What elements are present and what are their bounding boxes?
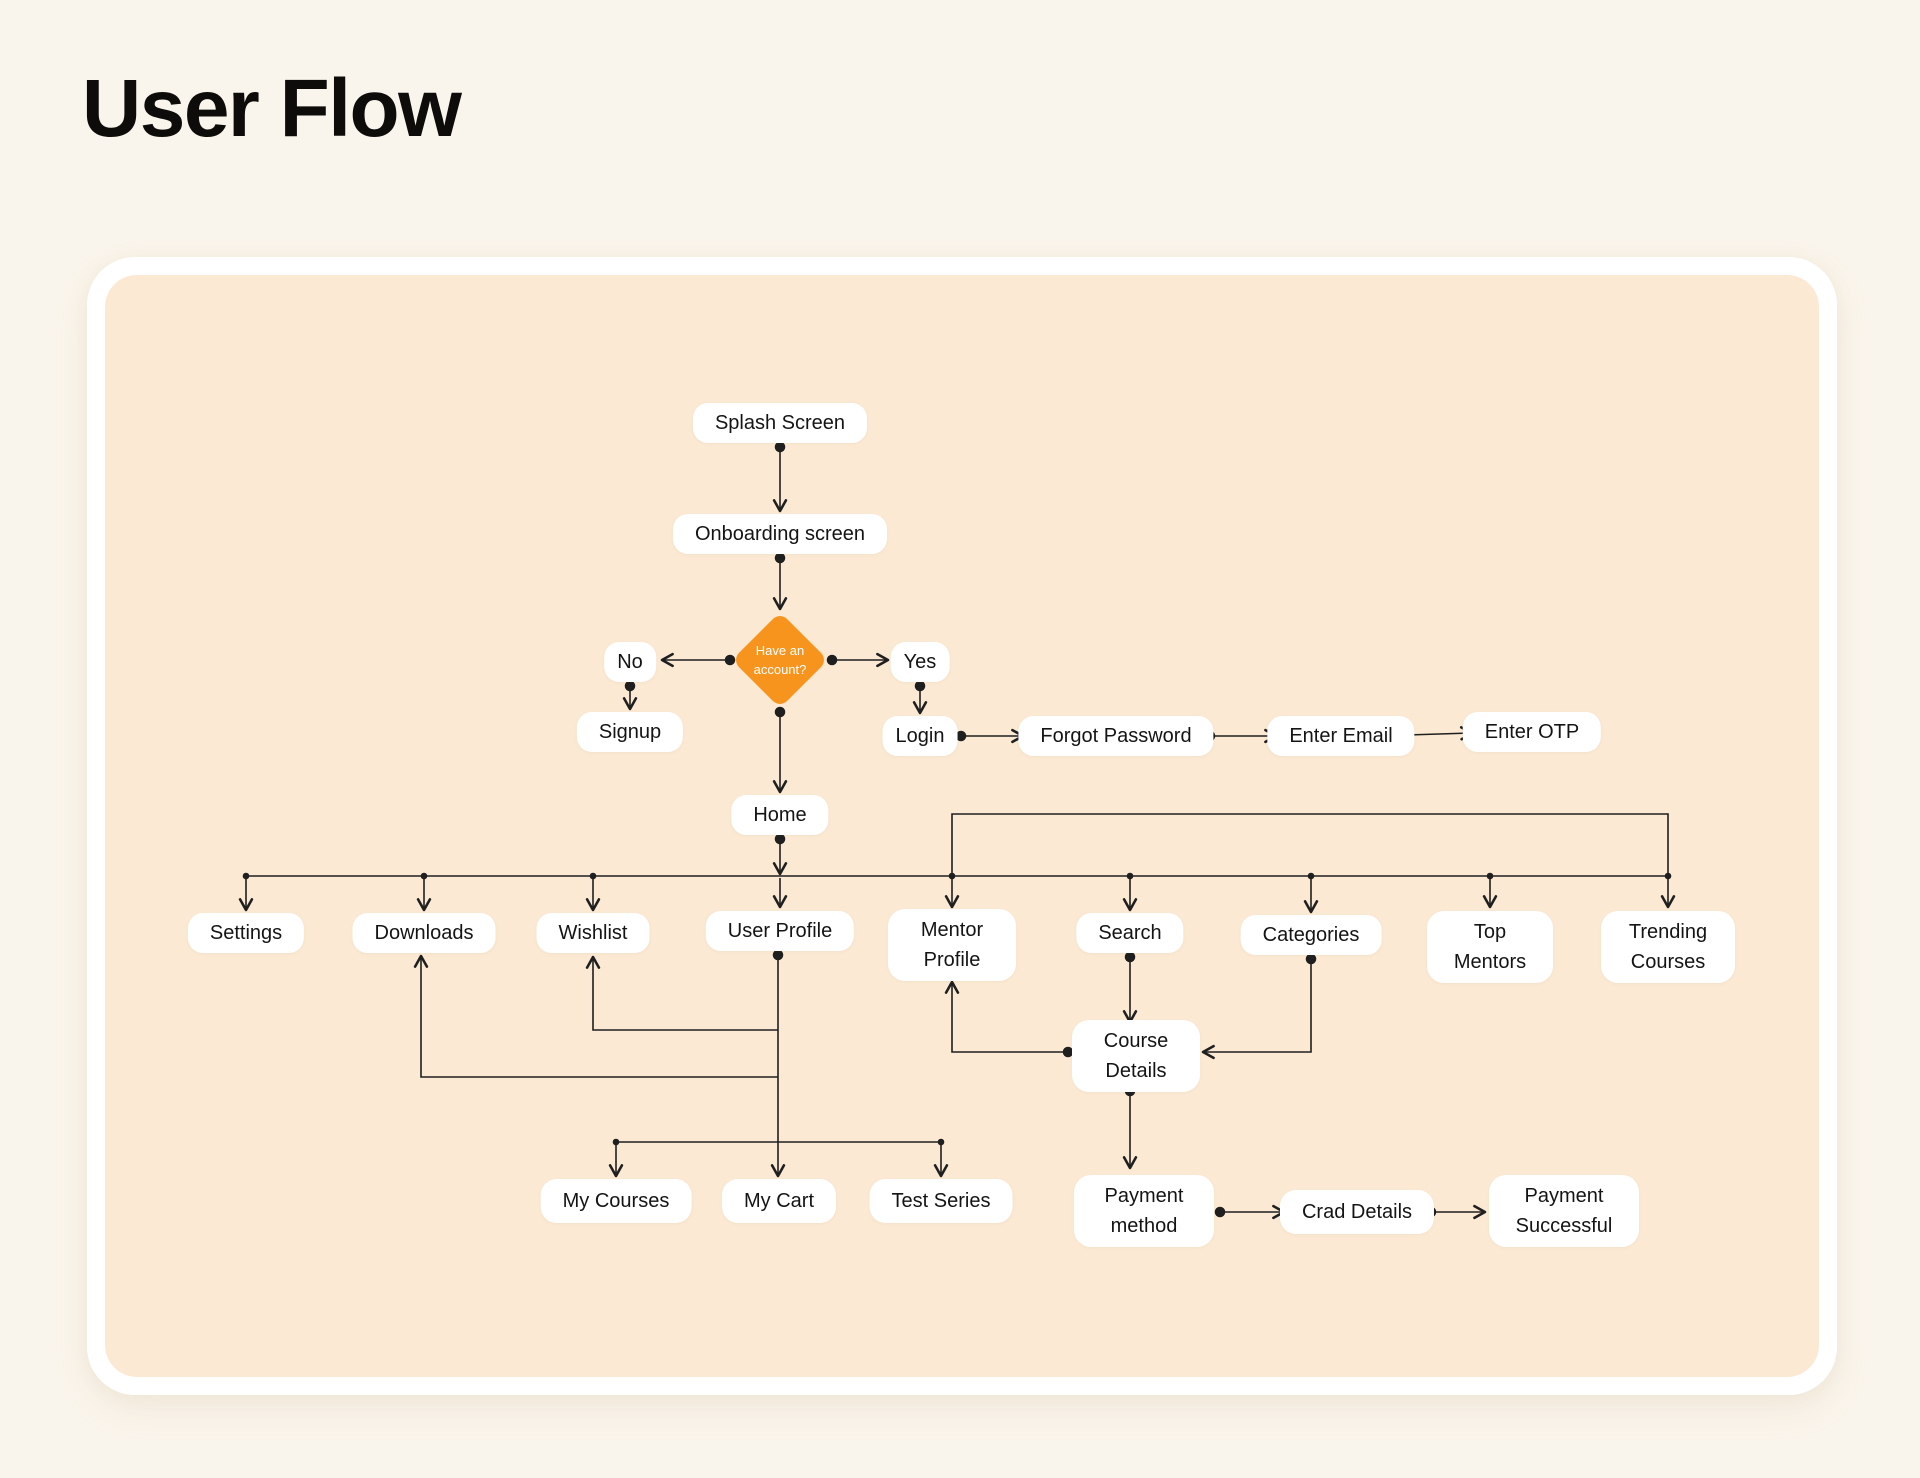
page-title: User Flow	[82, 63, 462, 154]
node-test-series: Test Series	[869, 1179, 1013, 1223]
node-settings: Settings	[187, 913, 305, 953]
node-my-courses: My Courses	[540, 1179, 692, 1223]
node-signup: Signup	[576, 712, 684, 752]
node-forgot-password: Forgot Password	[1018, 716, 1214, 756]
node-user-profile: User Profile	[705, 911, 855, 951]
node-onboarding-screen: Onboarding screen	[672, 514, 888, 554]
node-home: Home	[731, 795, 829, 835]
node-categories: Categories	[1240, 915, 1382, 955]
node-downloads: Downloads	[352, 913, 496, 953]
node-wishlist: Wishlist	[536, 913, 650, 953]
node-enter-email: Enter Email	[1267, 716, 1415, 756]
node-payment-successful: Payment Successful	[1489, 1175, 1639, 1247]
node-login: Login	[882, 716, 958, 756]
node-mentor-profile: Mentor Profile	[888, 909, 1016, 981]
node-no: No	[604, 642, 656, 682]
node-payment-method: Payment method	[1074, 1175, 1214, 1247]
node-crad-details: Crad Details	[1279, 1190, 1435, 1234]
decision-line-2: account?	[753, 662, 807, 677]
node-yes: Yes	[890, 642, 950, 682]
decision-have-account-label: Have an account?	[696, 634, 864, 686]
decision-line-1: Have an	[755, 643, 805, 658]
node-my-cart: My Cart	[722, 1179, 836, 1223]
node-search: Search	[1076, 913, 1184, 953]
node-trending-courses: Trending Courses	[1601, 911, 1735, 983]
node-splash-screen: Splash Screen	[692, 403, 868, 443]
node-enter-otp: Enter OTP	[1462, 712, 1602, 752]
node-top-mentors: Top Mentors	[1427, 911, 1553, 983]
node-course-details: Course Details	[1072, 1020, 1200, 1092]
